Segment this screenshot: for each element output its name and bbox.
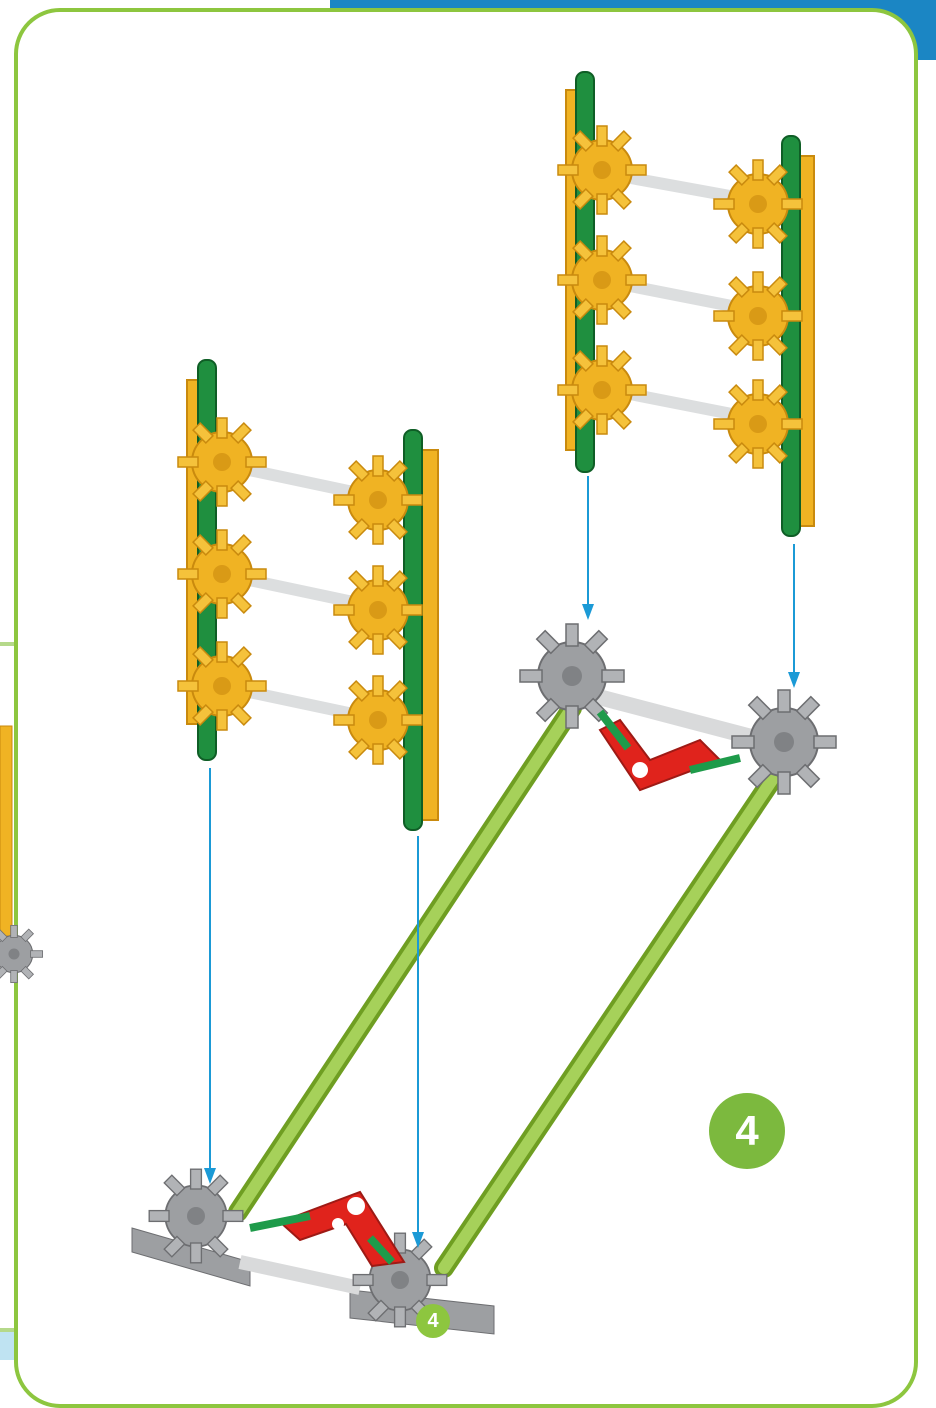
long-green-rods: [238, 708, 772, 1268]
previous-step-number-badge: 4: [416, 1304, 450, 1338]
left-ladder-module: [178, 360, 438, 830]
previous-step-thumbnail: [0, 726, 43, 983]
assembly-illustration: [0, 0, 936, 1360]
step-number-badge: 4: [709, 1093, 785, 1169]
upper-base-assembly: [520, 624, 836, 794]
right-ladder-module: [558, 72, 814, 536]
